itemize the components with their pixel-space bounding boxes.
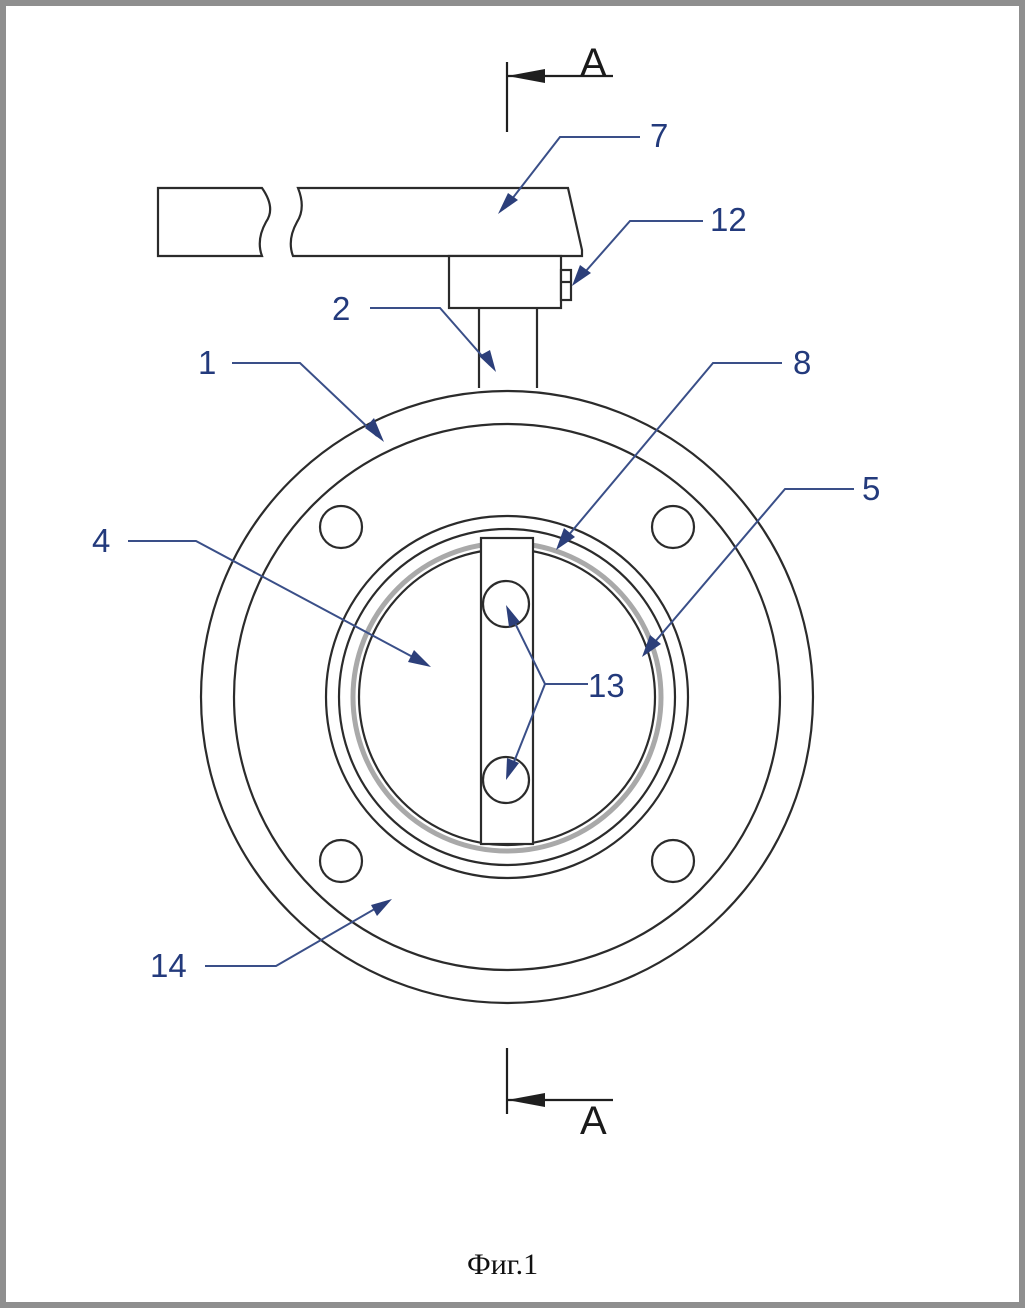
callout-2: 2 [332,290,350,327]
callout-8: 8 [793,344,811,381]
bolt-hole-bottom-left [318,838,364,884]
callout-14: 14 [150,947,187,984]
bolt-hole-bottom-right [650,838,696,884]
handle-hub [447,254,563,310]
callout-7: 7 [650,117,668,154]
bolt-hole-top-left [318,504,364,550]
section-marker-top: A [505,41,613,132]
liner-inner [337,527,677,867]
section-label-bottom: A [580,1099,607,1143]
locking-screw [559,268,573,302]
callout-12: 12 [710,201,747,238]
callout-4: 4 [92,522,110,559]
pin-upper [481,579,531,629]
valve-stem [477,308,539,388]
handle-lever [156,186,584,258]
callout-1: 1 [198,344,216,381]
callout-13: 13 [588,667,625,704]
section-marker-bottom: A [505,1048,613,1143]
callout-5: 5 [862,470,880,507]
figure-caption: Фиг.1 [467,1248,538,1281]
section-label-top: A [580,41,607,85]
liner-outer [324,514,690,880]
bolt-hole-top-right [650,504,696,550]
flange-ring [232,422,782,972]
